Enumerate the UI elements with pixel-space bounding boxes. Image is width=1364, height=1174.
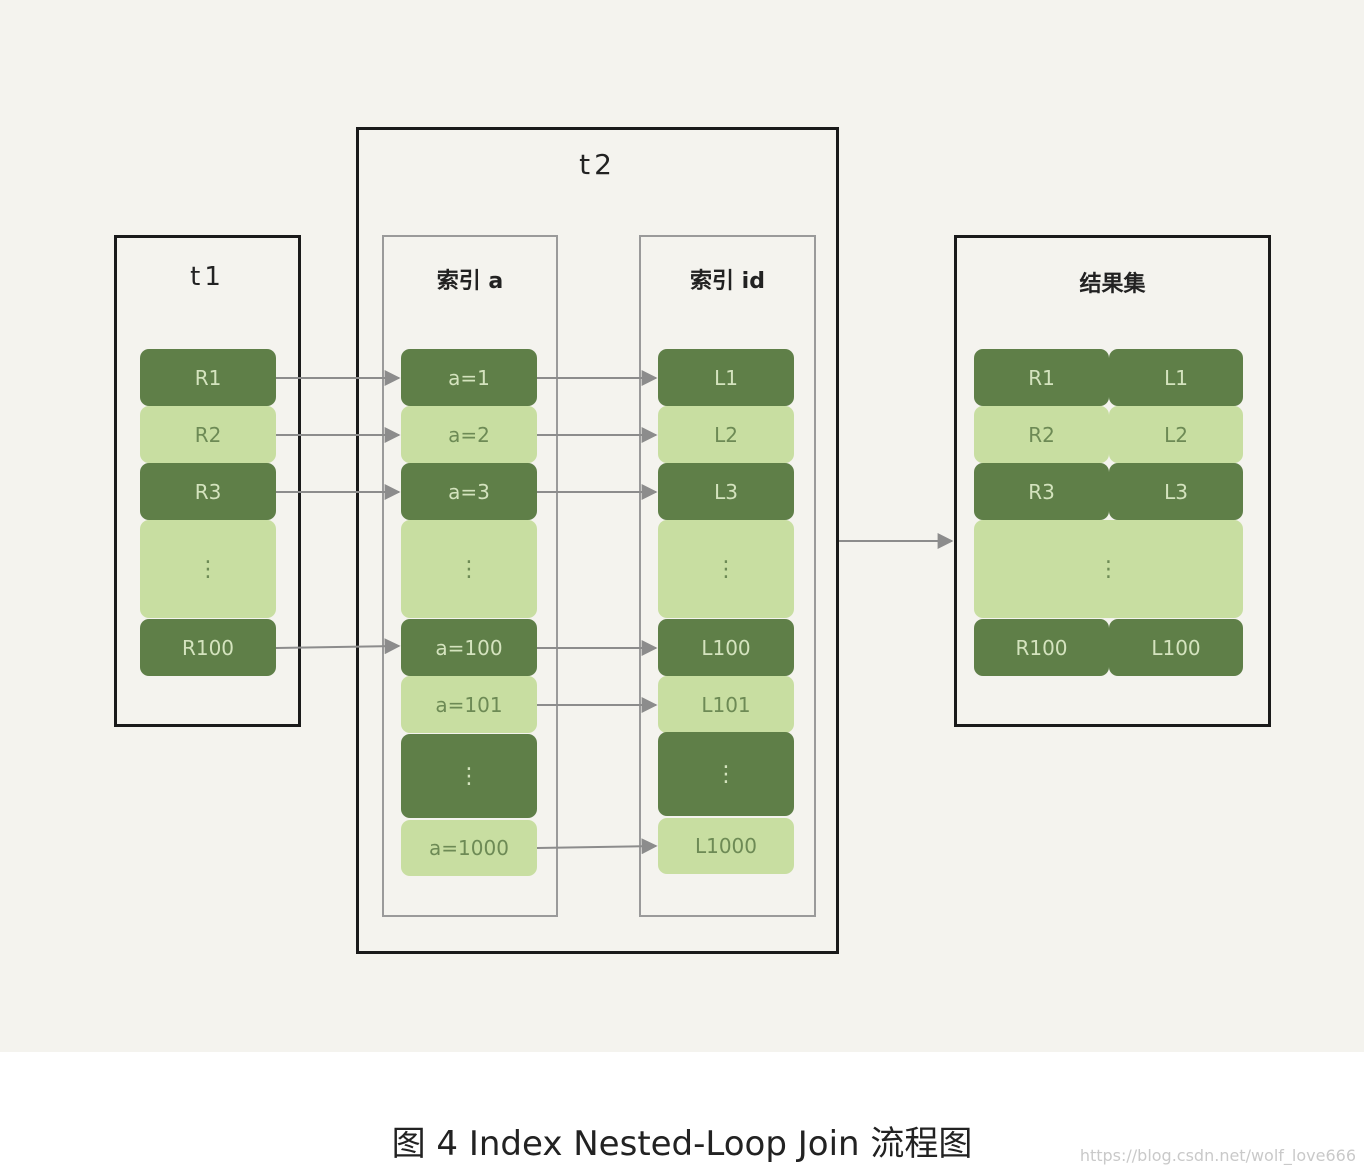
index-a-row: a=1 [401, 349, 537, 406]
result-right-label: L3 [1164, 479, 1188, 504]
index-id-row: ⋮ [658, 732, 794, 816]
t1-row: ⋮ [140, 520, 276, 618]
arrow-layer [275, 370, 954, 855]
index-a-row-label: a=3 [448, 479, 490, 504]
result-set-box: 结果集 [954, 235, 1271, 727]
index-a-box: 索引 a [382, 235, 558, 917]
t1-row-label: R1 [194, 365, 222, 390]
result-left-label: R1 [1028, 365, 1055, 390]
index-id-row-label: L2 [714, 422, 738, 447]
index-a-row: a=1000 [401, 820, 537, 876]
t1-row: R1 [140, 349, 276, 406]
index-a-row-label: a=1000 [429, 836, 509, 860]
t1-row-label: R100 [181, 635, 235, 660]
index-id-row-label: L100 [701, 635, 751, 660]
result-row-right: L1 [1109, 349, 1243, 406]
result-right-label: L2 [1164, 422, 1188, 447]
index-id-row: L100 [658, 619, 794, 676]
index-id-row: L2 [658, 406, 794, 463]
index-id-row-label: L3 [714, 479, 738, 504]
index-a-row-label: a=100 [435, 635, 503, 660]
index-a-row: a=100 [401, 619, 537, 676]
t2-title: t2 [579, 148, 616, 181]
result-right-label: L1 [1164, 365, 1188, 390]
t1-row: R100 [140, 619, 276, 676]
index-a-row-label: a=2 [448, 422, 490, 447]
t1-row-label: R3 [194, 479, 222, 504]
result-row-right: L3 [1109, 463, 1243, 520]
index-id-title: 索引 id [690, 269, 765, 294]
t1-row-label: R2 [194, 422, 222, 447]
index-id-row: L1000 [658, 818, 794, 874]
result-row-left: R3 [974, 463, 1109, 520]
index-a-row: a=101 [401, 676, 537, 733]
index-id-row-label: L1000 [694, 834, 758, 858]
result-set-title: 结果集 [1079, 272, 1146, 297]
t1-row: R3 [140, 463, 276, 520]
index-id-row: L3 [658, 463, 794, 520]
result-right-label: L100 [1151, 635, 1201, 660]
index-id-row: L1 [658, 349, 794, 406]
result-row-left: R1 [974, 349, 1109, 406]
t1-row: R2 [140, 406, 276, 463]
result-left-label: R2 [1028, 422, 1055, 447]
index-a-row: a=3 [401, 463, 537, 520]
index-id-row-label: L101 [701, 692, 751, 717]
index-a-row-label: a=101 [435, 692, 503, 717]
t1-table-box: t1 [114, 235, 301, 727]
result-row-right: L2 [1109, 406, 1243, 463]
watermark-url: https://blog.csdn.net/wolf_love666 [1079, 1146, 1356, 1165]
arrow-t1-to-index-a [275, 638, 401, 655]
index-a-row-label: a=1 [448, 365, 490, 390]
result-row-right: L100 [1109, 619, 1243, 676]
figure-caption: 图 4 Index Nested-Loop Join 流程图 [391, 1124, 973, 1164]
index-a-row: a=2 [401, 406, 537, 463]
index-a-row: ⋮ [401, 520, 537, 618]
index-id-box: 索引 id [639, 235, 816, 917]
result-row-left: R2 [974, 406, 1109, 463]
index-id-row: ⋮ [658, 520, 794, 618]
result-left-label: R3 [1028, 479, 1055, 504]
t2-table-box: t2 [356, 127, 839, 954]
index-a-title: 索引 a [436, 269, 504, 294]
arrow-index-a-to-index-id [536, 838, 658, 855]
t1-title: t1 [190, 262, 225, 292]
diagram-panel: t1 t2 索引 a 索引 id 结果集 R1 R2 R3 ⋮ R100 a=1… [0, 0, 1364, 1052]
index-a-row: ⋮ [401, 734, 537, 818]
index-id-row: L101 [658, 676, 794, 733]
index-id-row-label: L1 [714, 365, 738, 390]
result-row-left: R100 [974, 619, 1109, 676]
result-left-label: R100 [1015, 635, 1068, 660]
result-row-ellipsis: ⋮ [974, 520, 1243, 618]
